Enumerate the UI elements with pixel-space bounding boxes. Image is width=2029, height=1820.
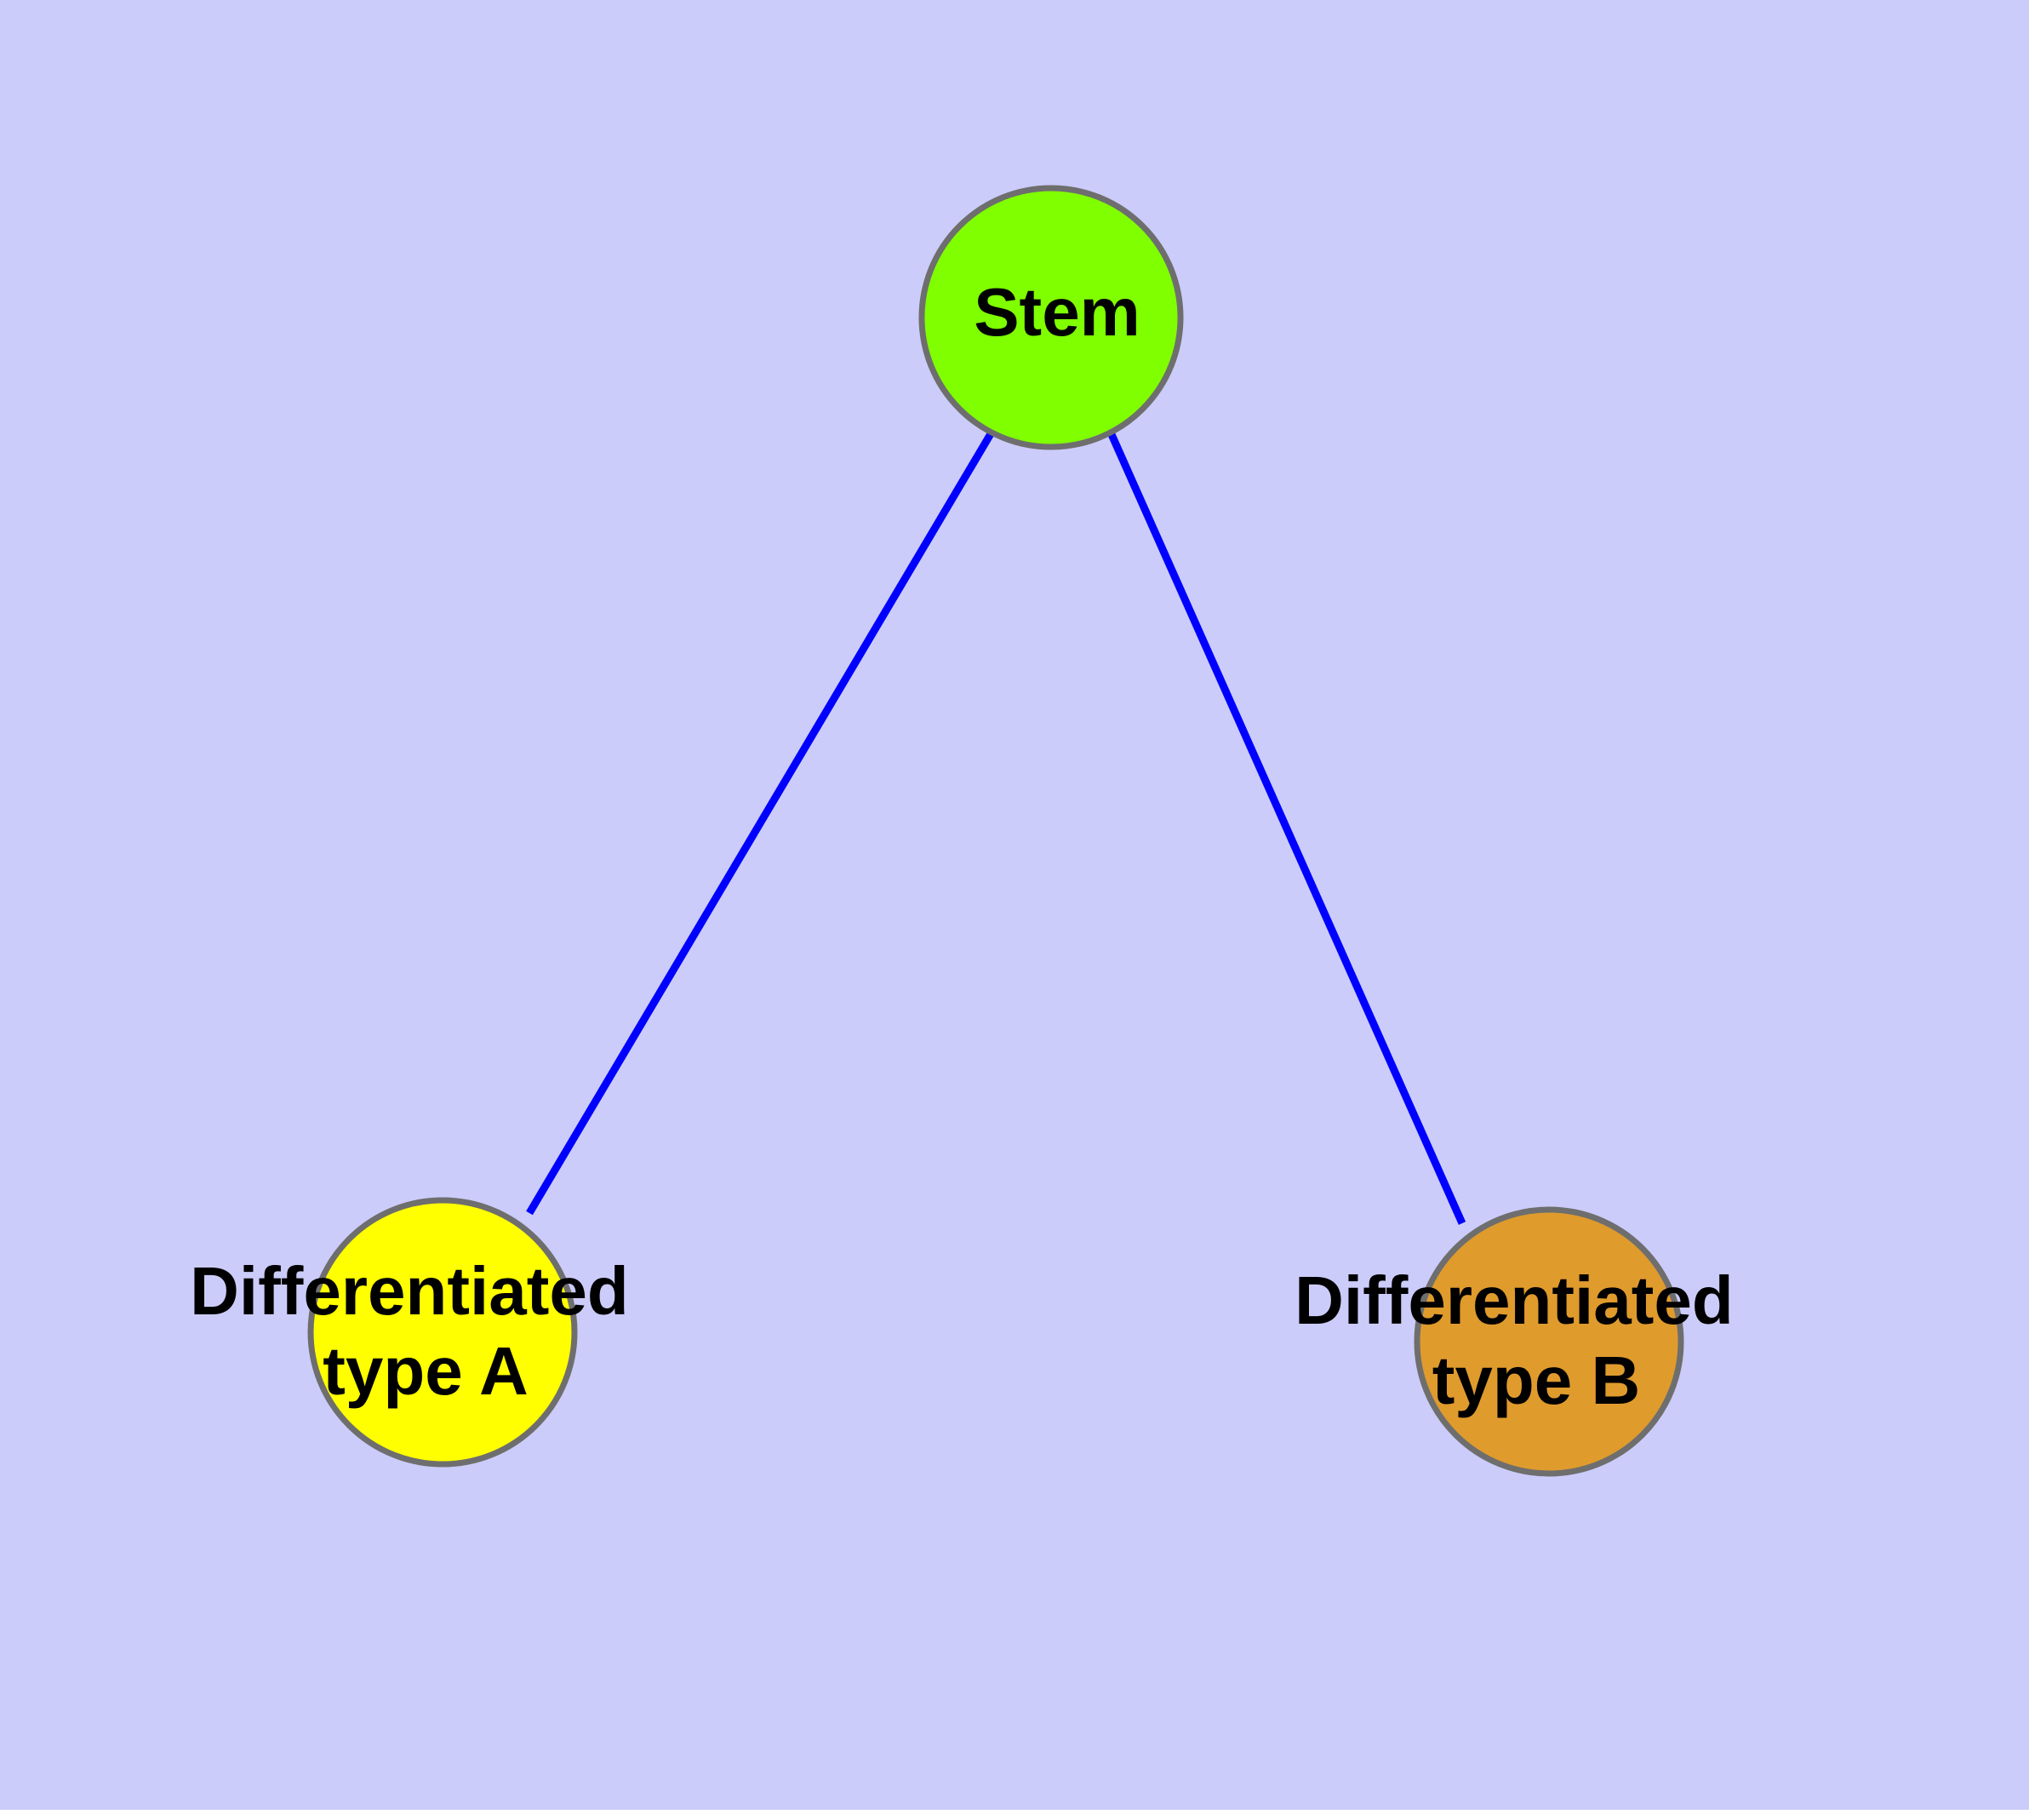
- node-differentiated-type-a[interactable]: [307, 1197, 578, 1468]
- node-label-differentiated-type-b-line-2: type B: [1432, 1342, 1641, 1418]
- node-labels-layer: Stem Differentiated type A Differentiate…: [190, 274, 1752, 1418]
- node-differentiated-type-b[interactable]: [1414, 1206, 1684, 1477]
- node-label-differentiated-type-a-line-1: Differentiated: [190, 1253, 629, 1329]
- node-circle-differentiated-type-b[interactable]: [1414, 1206, 1684, 1477]
- node-label-differentiated-type-b-line-1: Differentiated: [1295, 1262, 1734, 1338]
- node-circle-differentiated-type-a[interactable]: [307, 1197, 578, 1468]
- edge-stem-to-differentiated-type-b: [1106, 431, 1466, 1225]
- node-label-stem: Stem: [974, 274, 1140, 350]
- edges-layer: [526, 430, 1466, 1225]
- node-label-stem-line-1: Stem: [974, 274, 1140, 350]
- node-label-differentiated-type-a-line-2: type A: [323, 1333, 529, 1409]
- node-stem[interactable]: [918, 185, 1184, 450]
- nodes-layer: [307, 185, 1684, 1477]
- node-label-differentiated-type-a: Differentiated type A: [190, 1253, 648, 1409]
- node-circle-stem[interactable]: [918, 185, 1184, 450]
- edge-stem-to-differentiated-type-a: [526, 430, 995, 1216]
- node-label-differentiated-type-b: Differentiated type B: [1295, 1262, 1752, 1418]
